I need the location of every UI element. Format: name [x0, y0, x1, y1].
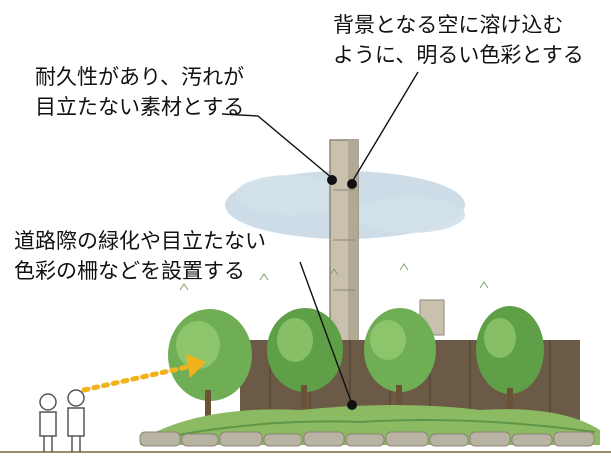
annotation-line: 目立たない素材とする: [35, 95, 245, 119]
leader-lines: [221, 71, 419, 405]
leader-dots: [327, 175, 357, 410]
annotation-material: 耐久性があり、汚れが 目立たない素材とする: [35, 62, 244, 122]
annotation-sky-color: 背景となる空に溶け込む ように、明るい色彩とする: [333, 10, 584, 70]
leader-line-material: [221, 113, 333, 179]
leader-dot-roadside: [347, 400, 357, 410]
sightline-arrow: [81, 362, 199, 393]
annotation-line: 道路際の緑化や目立たない: [14, 229, 266, 253]
annotation-line: ように、明るい色彩とする: [333, 43, 584, 67]
tree-3: [364, 308, 436, 417]
annotation-roadside: 道路際の緑化や目立たない 色彩の柵などを設置する: [14, 226, 266, 286]
annotation-line: 背景となる空に溶け込む: [333, 13, 564, 37]
sightline-arrowhead: [186, 354, 206, 378]
leader-dot-material: [327, 175, 337, 185]
tree-4: [476, 306, 544, 418]
pedestrians: [39, 389, 85, 452]
annotation-line: 色彩の柵などを設置する: [14, 259, 245, 283]
distant-grass: [179, 263, 489, 291]
tree-1: [168, 309, 252, 420]
leader-line-sky-color: [351, 71, 419, 183]
tree-2: [267, 308, 343, 417]
stone-wall: [139, 431, 595, 447]
leader-dot-sky-color: [347, 179, 357, 189]
annotation-line: 耐久性があり、汚れが: [35, 65, 245, 89]
leader-line-roadside: [299, 261, 353, 405]
